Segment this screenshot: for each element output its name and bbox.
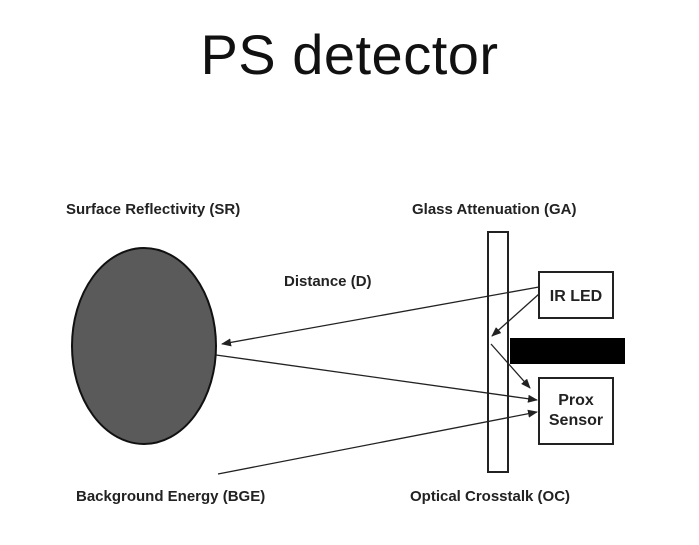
optical-barrier (510, 338, 625, 364)
prox-sensor-label-line2: Sensor (549, 412, 603, 429)
ir-led-box (538, 271, 614, 319)
ir-led-label: IR LED (550, 288, 602, 305)
surface-reflectivity-label: Surface Reflectivity (SR) (66, 201, 240, 218)
optical-crosstalk-label: Optical Crosstalk (OC) (410, 488, 570, 505)
background-energy-label: Background Energy (BGE) (76, 488, 265, 505)
prox-sensor-label-line1: Prox (558, 392, 594, 409)
glass-attenuation-label: Glass Attenuation (GA) (412, 201, 576, 218)
reflective-surface (71, 247, 217, 445)
prox-sensor-box (538, 377, 614, 445)
emitted-light-arrow (221, 286, 540, 347)
crosstalk-arrow-out (490, 343, 531, 389)
crosstalk-arrow-in (491, 293, 540, 337)
reflected-light-arrow (215, 354, 538, 403)
background-energy-arrow (217, 409, 538, 475)
distance-label: Distance (D) (284, 273, 372, 290)
page-title: PS detector (200, 23, 499, 86)
